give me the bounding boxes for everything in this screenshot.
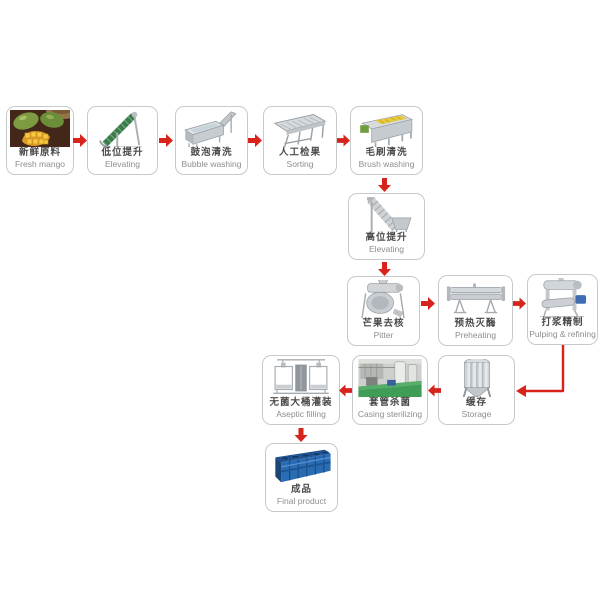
node-label-en: Preheating [454,330,497,340]
node-label-en: Sorting [286,159,314,169]
brush-washer-image [353,110,420,147]
flow-arrow-right-icon [159,134,173,147]
flow-arrow-left-icon [428,384,441,397]
node-label-zh: 低位提升 [101,147,144,158]
node-label-en: Elevating [105,159,140,169]
storage-tank-image [441,359,512,397]
sterilizer-photo [355,359,425,397]
bubble-washer-image [178,110,245,147]
node-aseptic-filling: 无菌大桶灌装 Aseptic filling [262,355,340,425]
node-label-en: Pitter [373,330,394,340]
flow-arrow-left-icon [339,384,352,397]
node-label-en: Bubble washing [181,159,242,169]
flow-arrow-right-icon [421,297,435,310]
flow-arrow-down-icon [294,428,308,442]
node-label-en: Fresh mango [14,159,66,169]
node-label-zh: 成品 [290,484,312,495]
node-elevating-low: 低位提升 Elevating [87,106,158,175]
fresh-mango-image [9,110,71,147]
node-label-en: Final product [276,496,327,506]
sorting-table-image [266,110,334,147]
blue-drums-image [268,447,335,484]
elevator-conveyor-image [351,197,422,232]
flow-arrow-right-icon [248,134,262,147]
node-preheating: 预热灭酶 Preheating [438,275,513,346]
pitter-machine-image [350,280,417,318]
node-label-zh: 新鲜原料 [18,147,61,158]
node-label-zh: 缓存 [465,397,487,408]
node-label-zh: 人工检果 [278,147,321,158]
node-pulping-refining: 打浆精制 Pulping & refining [527,274,598,345]
node-fresh-mango: 新鲜原料 Fresh mango [6,106,74,175]
node-label-en: Casing sterilizing [357,409,423,419]
node-label-zh: 高位提升 [365,232,408,243]
aseptic-filler-image [265,359,337,397]
node-label-en: Storage [461,409,492,419]
flow-arrow-right-icon [73,134,87,147]
node-label-en: Brush washing [358,159,415,169]
node-label-zh: 预热灭酶 [454,318,497,329]
pulper-refiner-image [530,278,595,317]
node-elevating-high: 高位提升 Elevating [348,193,425,260]
node-label-zh: 毛刷清洗 [365,147,408,158]
elevator-conveyor-image [90,110,155,147]
node-label-zh: 鼓泡清洗 [190,147,233,158]
tubular-preheater-image [441,279,510,318]
node-label-en: Pulping & refining [529,329,596,339]
node-label-en: Elevating [369,244,404,254]
flow-arrow-down-icon [378,262,391,276]
node-label-zh: 套管杀菌 [368,397,411,408]
node-casing-sterilizing: 套管杀菌 Casing sterilizing [352,355,428,425]
node-final-product: 成品 Final product [265,443,338,512]
flow-connector-elbow [515,345,570,397]
node-sorting: 人工检果 Sorting [263,106,337,175]
node-brush-washing: 毛刷清洗 Brush washing [350,106,423,175]
node-bubble-washing: 鼓泡清洗 Bubble washing [175,106,248,175]
flow-arrow-down-icon [378,178,391,192]
flow-arrow-right-icon [513,297,526,310]
node-storage: 缓存 Storage [438,355,515,425]
node-label-zh: 打浆精制 [541,317,584,328]
node-label-en: Aseptic filling [276,409,326,419]
node-label-zh: 无菌大桶灌装 [269,397,333,408]
flow-arrow-right-icon [337,134,350,147]
node-label-zh: 芒果去核 [362,318,405,329]
node-pitter: 芒果去核 Pitter [347,276,420,346]
